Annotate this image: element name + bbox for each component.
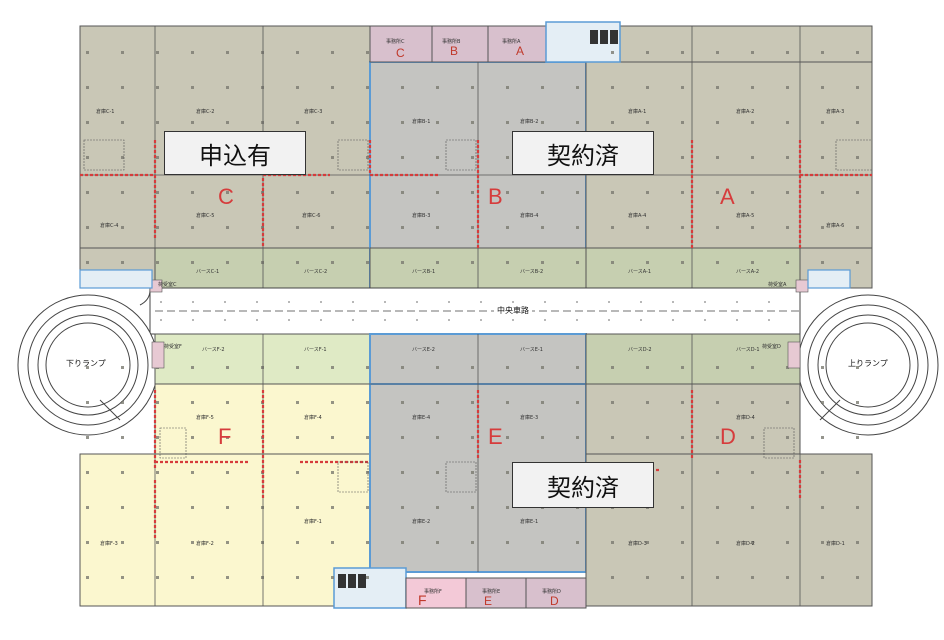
room-f4: 倉庫F-4 (304, 415, 322, 421)
room-guard-c: 荷受室C (158, 282, 177, 288)
status-label-zone-b: 契約済 (512, 131, 654, 175)
zone-letter-b: B (488, 184, 503, 209)
room-f2: 倉庫F-2 (196, 541, 214, 547)
room-a1: 倉庫A-1 (628, 109, 647, 115)
grid-lower-left (80, 334, 370, 606)
room-e3: 倉庫E-3 (520, 415, 539, 421)
zone-letter-f: F (218, 424, 232, 449)
office-b-label: 事務所B (442, 39, 461, 45)
office-f-label: 事務所F (424, 589, 442, 595)
office-d-label: 事務所D (542, 589, 561, 595)
room-d4: 倉庫D-4 (736, 415, 755, 421)
room-b1: 倉庫B-1 (412, 119, 431, 125)
office-a (487, 25, 547, 63)
charging-areas (83, 139, 873, 493)
status-label-zone-c: 申込有 (164, 131, 306, 175)
office-e (465, 577, 527, 609)
office-letter-c: C (396, 46, 405, 60)
room-berth-e1: バースE-1 (520, 347, 543, 353)
status-label-zone-e: 契約済 (512, 462, 654, 508)
fire-shutters-lower (153, 390, 802, 540)
room-a5: 倉庫A-5 (736, 213, 755, 219)
room-d3: 倉庫D-3 (628, 541, 647, 547)
room-guard-a: 荷受室A (768, 282, 787, 288)
room-c3: 倉庫C-3 (304, 109, 323, 115)
room-a3: 倉庫A-3 (826, 109, 845, 115)
room-berth-d2: バースD-2 (628, 347, 652, 353)
office-d (525, 577, 587, 609)
stair-icons (338, 30, 618, 588)
room-c4: 倉庫C-4 (100, 223, 119, 229)
room-f5: 倉庫F-5 (196, 415, 214, 421)
zone-letter-d: D (720, 424, 736, 449)
core-west (79, 269, 153, 289)
down-ramp-label: 下りランプ (66, 359, 106, 368)
room-a4: 倉庫A-4 (628, 213, 647, 219)
room-d2: 倉庫D-2 (736, 541, 755, 547)
office-a-label: 事務所A (502, 39, 521, 45)
room-a2: 倉庫A-2 (736, 109, 755, 115)
up-ramp-label: 上りランプ (848, 359, 888, 368)
zone-letter-e: E (488, 424, 503, 449)
room-berth-d1: バースD-1 (736, 347, 760, 353)
room-berth-e2: バースE-2 (412, 347, 435, 353)
office-c (369, 25, 433, 63)
zone-letter-a: A (720, 184, 735, 209)
room-guard-d: 荷受室D (762, 344, 781, 350)
room-berth-a2: バースA-2 (736, 269, 760, 275)
office-letter-d: D (550, 594, 559, 608)
office-c-label: 事務所C (386, 39, 405, 45)
room-f3: 倉庫F-3 (100, 541, 118, 547)
room-a6: 倉庫A-6 (826, 223, 845, 229)
room-e2: 倉庫E-2 (412, 519, 431, 525)
office-letter-a: A (516, 44, 525, 58)
office-e-label: 事務所E (482, 589, 501, 595)
guard-booth-a (795, 279, 809, 293)
room-e4: 倉庫E-4 (412, 415, 431, 421)
room-e1: 倉庫E-1 (520, 519, 539, 525)
room-b3: 倉庫B-3 (412, 213, 431, 219)
room-c2: 倉庫C-2 (196, 109, 215, 115)
room-berth-a1: バースA-1 (628, 269, 652, 275)
central-aisle-label: 中央車路 (494, 305, 532, 316)
room-berth-b2: バースB-2 (520, 269, 544, 275)
room-berth-c1: バースC-1 (196, 269, 220, 275)
room-berth-f1: バースF-1 (304, 347, 327, 353)
office-letter-f: F (418, 592, 427, 608)
room-c5: 倉庫C-5 (196, 213, 215, 219)
zone-letter-c: C (218, 184, 234, 209)
room-guard-f: 荷受室F (164, 344, 182, 350)
guard-booth-d (787, 341, 801, 369)
room-b2: 倉庫B-2 (520, 119, 539, 125)
office-letter-e: E (484, 594, 493, 608)
fire-shutters-upper (80, 140, 872, 248)
core-east (807, 269, 851, 289)
room-c1: 倉庫C-1 (96, 109, 115, 115)
room-berth-b1: バースB-1 (412, 269, 436, 275)
room-berth-f2: バースF-2 (202, 347, 225, 353)
room-c6: 倉庫C-6 (302, 213, 321, 219)
room-f1: 倉庫F-1 (304, 519, 322, 525)
guard-booth-f (151, 341, 165, 369)
room-berth-c2: バースC-2 (304, 269, 328, 275)
office-letter-b: B (450, 44, 459, 58)
room-b4: 倉庫B-4 (520, 213, 539, 219)
room-d1: 倉庫D-1 (826, 541, 845, 547)
